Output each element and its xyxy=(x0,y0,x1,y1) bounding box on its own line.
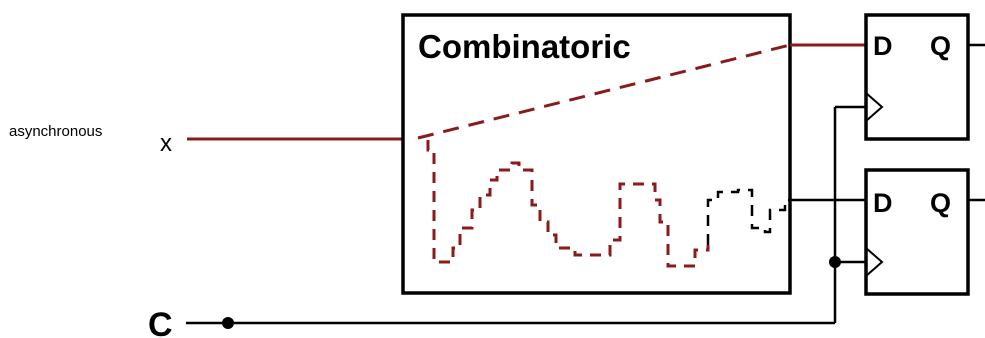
flipflop-bottom-q-label: Q xyxy=(930,188,951,218)
flipflop-top-clock-triangle xyxy=(865,92,884,122)
combinatoric-title: Combinatoric xyxy=(418,28,631,65)
glitch-waveform xyxy=(426,140,710,268)
clock-junction-dot xyxy=(222,317,234,329)
x-input-label: x xyxy=(160,130,172,157)
clock-label: C xyxy=(148,306,173,338)
asynchronous-label: asynchronous xyxy=(9,123,102,140)
flipflop-top-q-label: Q xyxy=(930,31,951,61)
flipflop-top-d-label: D xyxy=(873,31,893,61)
clock-branch-dot xyxy=(829,256,841,268)
black-waveform xyxy=(706,188,790,245)
diagonal-signal-path xyxy=(417,43,791,140)
flipflop-bottom-d-label: D xyxy=(873,188,893,218)
flipflop-top xyxy=(864,13,970,141)
flipflop-bottom xyxy=(864,168,970,296)
flipflop-bottom-clock-triangle xyxy=(865,247,884,277)
